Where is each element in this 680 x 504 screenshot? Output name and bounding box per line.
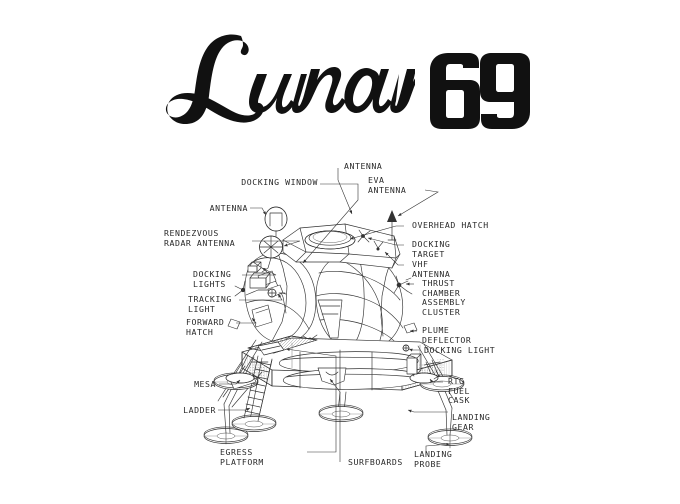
callout-antenna-left: ANTENNA [209,203,248,213]
callout-thrust-chamber-assembly-cluster: THRUST CHAMBER ASSEMBLY CLUSTER [422,278,466,317]
rcs-quad-right [393,275,413,295]
callout-ladder: LADDER [183,405,216,415]
callout-landing-probe: LANDING PROBE [414,449,453,469]
callout-mesa: MESA [194,379,216,389]
callout-landing-gear: LANDING GEAR [452,412,491,432]
callout-surfboards: SURFBOARDS [348,457,403,467]
callout-docking-target: DOCKING TARGET [412,239,451,259]
callout-forward-hatch: FORWARD HATCH [186,317,225,337]
surfboard-packages [278,351,423,390]
callout-antenna-top: ANTENNA [344,161,383,171]
leader-lines [218,168,451,462]
rcs-quad-left [234,280,246,297]
callout-overhead-hatch: OVERHEAD HATCH [412,220,489,230]
callout-docking-light: DOCKING LIGHT [424,345,496,355]
lunar-wordmark [145,18,437,138]
callout-tracking-light: TRACKING LIGHT [188,294,232,314]
callout-docking-window: DOCKING WINDOW [241,177,318,187]
callout-egress-platform: EGRESS PLATFORM [220,447,264,467]
ladder [243,355,273,422]
callout-eva-antenna: EVA ANTENNA [368,175,407,195]
callout-docking-lights: DOCKING LIGHTS [193,269,232,289]
callout-plume-deflector: PLUME DEFLECTOR [422,325,472,345]
year-number [424,52,534,130]
callout-rendezvous-radar-antenna: RENDEZVOUS RADAR ANTENNA [164,228,236,248]
callout-rtg-fuel-cask: RTG FUEL CASK [448,376,470,406]
callout-vhf-antenna: VHF ANTENNA [412,259,451,279]
ascent-stage [234,206,413,352]
landing-gear [203,318,473,449]
